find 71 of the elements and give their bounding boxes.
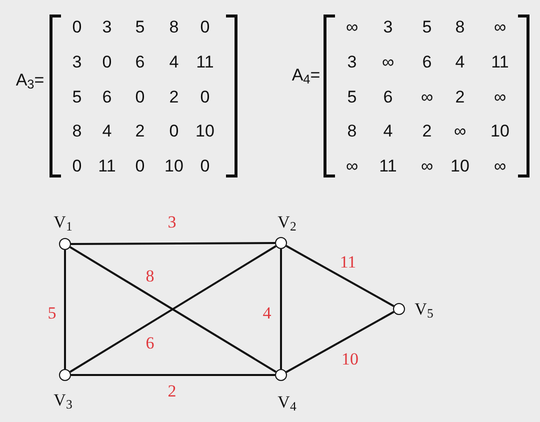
matrix-entry: ∞ <box>494 18 506 36</box>
matrix-entry: 6 <box>422 54 432 70</box>
matrix-name: A$_{3}$= <box>16 72 44 88</box>
matrix-entry: 3 <box>102 18 112 36</box>
matrix-entry: 0 <box>72 18 82 36</box>
edge-label: 11 <box>340 254 356 270</box>
vertex-label: V$_{3}$ <box>54 392 72 408</box>
matrix-entry: ∞ <box>420 158 434 174</box>
matrix-entry: 10 <box>196 122 214 140</box>
matrix-entry: 11 <box>196 54 214 70</box>
edge-label: 6 <box>146 334 154 352</box>
graph-edge <box>286 311 394 373</box>
matrix-entry: 8 <box>455 18 465 36</box>
matrix-entry: 0 <box>135 88 145 106</box>
matrix-entry: 11 <box>98 158 116 174</box>
edge-label: 2 <box>168 382 176 400</box>
matrix-entry: 0 <box>72 158 82 174</box>
edge-label: 10 <box>342 350 358 368</box>
matrix-entry: 3 <box>383 18 393 36</box>
graph-edge <box>280 249 282 369</box>
matrix-entry: ∞ <box>346 18 358 36</box>
matrix-entry: 4 <box>102 122 112 140</box>
matrix-entry: 6 <box>383 88 393 106</box>
matrix-entry: ∞ <box>494 88 506 106</box>
graph-edge <box>286 245 394 307</box>
vertex-label: V$_{4}$ <box>278 394 296 410</box>
matrix-entry: 6 <box>102 88 112 106</box>
vertex-label: V$_{5}$ <box>414 300 434 318</box>
matrix-entry: 2 <box>169 88 179 106</box>
matrix-entry: 0 <box>200 18 210 36</box>
matrix-entry: 6 <box>135 54 145 70</box>
edge-label: 3 <box>168 214 176 230</box>
matrix-entry: 5 <box>347 88 357 106</box>
matrix-entry: 10 <box>490 122 510 140</box>
matrix-entry: 5 <box>72 88 82 106</box>
matrix-entry: 8 <box>347 122 357 140</box>
matrix-entry: 2 <box>455 88 465 106</box>
matrix-entry: 2 <box>422 122 432 140</box>
matrix-entry: 0 <box>169 122 179 140</box>
matrix-entry: 3 <box>347 54 357 70</box>
edge-label: 8 <box>146 268 154 284</box>
edge-label: 5 <box>48 304 56 322</box>
matrix-entry: 0 <box>200 158 210 174</box>
matrix-entry: 0 <box>200 88 210 106</box>
edge-label: 4 <box>262 304 272 322</box>
matrix-entry: 10 <box>164 158 184 174</box>
vertex-label: V$_{1}$ <box>54 214 72 230</box>
matrix-entry: 4 <box>383 122 393 140</box>
matrix-entry: ∞ <box>382 54 394 70</box>
matrix-entry: ∞ <box>454 122 466 140</box>
matrix-entry: ∞ <box>494 158 506 174</box>
graph-edge <box>71 242 275 245</box>
vertex-label: V$_{2}$ <box>278 214 296 230</box>
matrix-entry: 8 <box>169 18 179 36</box>
matrix-entry: 5 <box>422 18 432 36</box>
matrix-entry: ∞ <box>420 88 434 106</box>
matrix-entry: 11 <box>379 158 397 174</box>
matrix-entry: 5 <box>135 18 145 36</box>
matrix-entry: ∞ <box>346 158 358 174</box>
matrix-entry: 4 <box>169 54 179 70</box>
graph-edge <box>64 250 66 369</box>
matrix-entry: 10 <box>450 158 470 174</box>
matrix-entry: 8 <box>72 122 82 140</box>
graph-edge <box>71 374 275 376</box>
matrix-entry: 3 <box>72 54 82 70</box>
matrix-entry: 0 <box>102 54 112 70</box>
matrix-entry: 2 <box>135 122 145 140</box>
matrix-entry: 11 <box>491 54 509 70</box>
matrix-entry: 0 <box>135 158 145 174</box>
matrix-name: A$_{4}$= <box>292 66 320 84</box>
matrix-entry: 4 <box>455 54 465 70</box>
